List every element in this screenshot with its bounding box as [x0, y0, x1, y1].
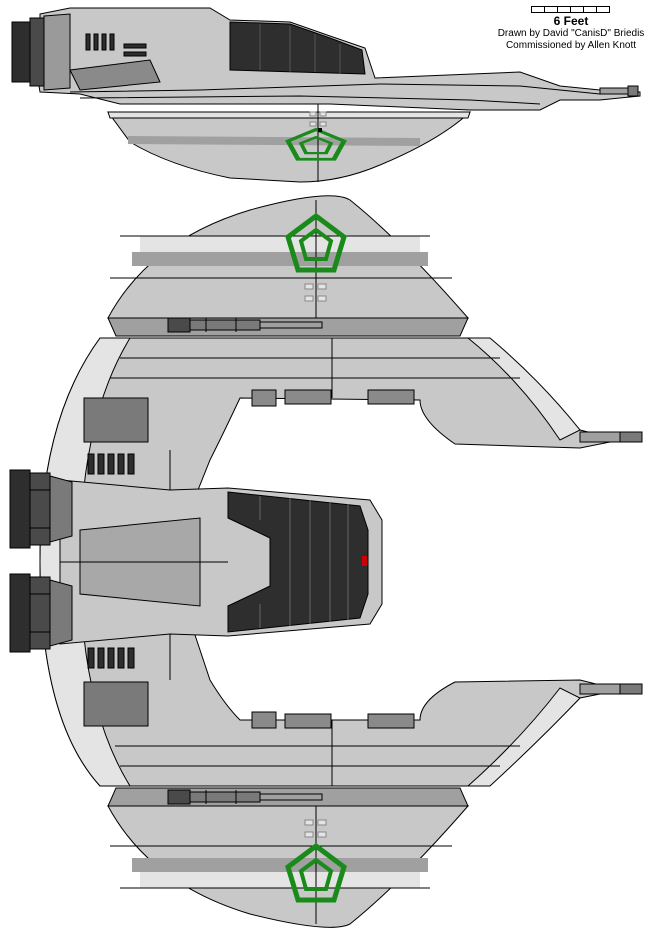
- cockpit-canopy: [227, 491, 369, 633]
- side-gun-barrel: [599, 87, 629, 95]
- top-plan-view: [9, 195, 643, 928]
- upper-engine: [9, 469, 73, 549]
- right-lower-tip-cannon: [579, 683, 621, 695]
- commissioned-by-credit: Commissioned by Allen Knott: [505, 40, 637, 51]
- cockpit-light: [362, 556, 367, 566]
- right-upper-tip-cannon: [579, 431, 621, 443]
- lower-cannon: [167, 789, 323, 805]
- upper-cannon: [167, 317, 323, 333]
- side-profile-view: [11, 7, 641, 183]
- scale-bar: [486, 6, 656, 13]
- scale-label: 6 Feet: [553, 14, 589, 28]
- side-armor-band: [229, 21, 366, 75]
- lower-engine: [9, 573, 73, 653]
- credits-block: 6 Feet Drawn by David "CanisD" Briedis C…: [486, 6, 656, 52]
- scale-segment: [596, 6, 610, 13]
- drawn-by-credit: Drawn by David "CanisD" Briedis: [497, 28, 645, 39]
- side-engine-nozzle: [11, 21, 31, 83]
